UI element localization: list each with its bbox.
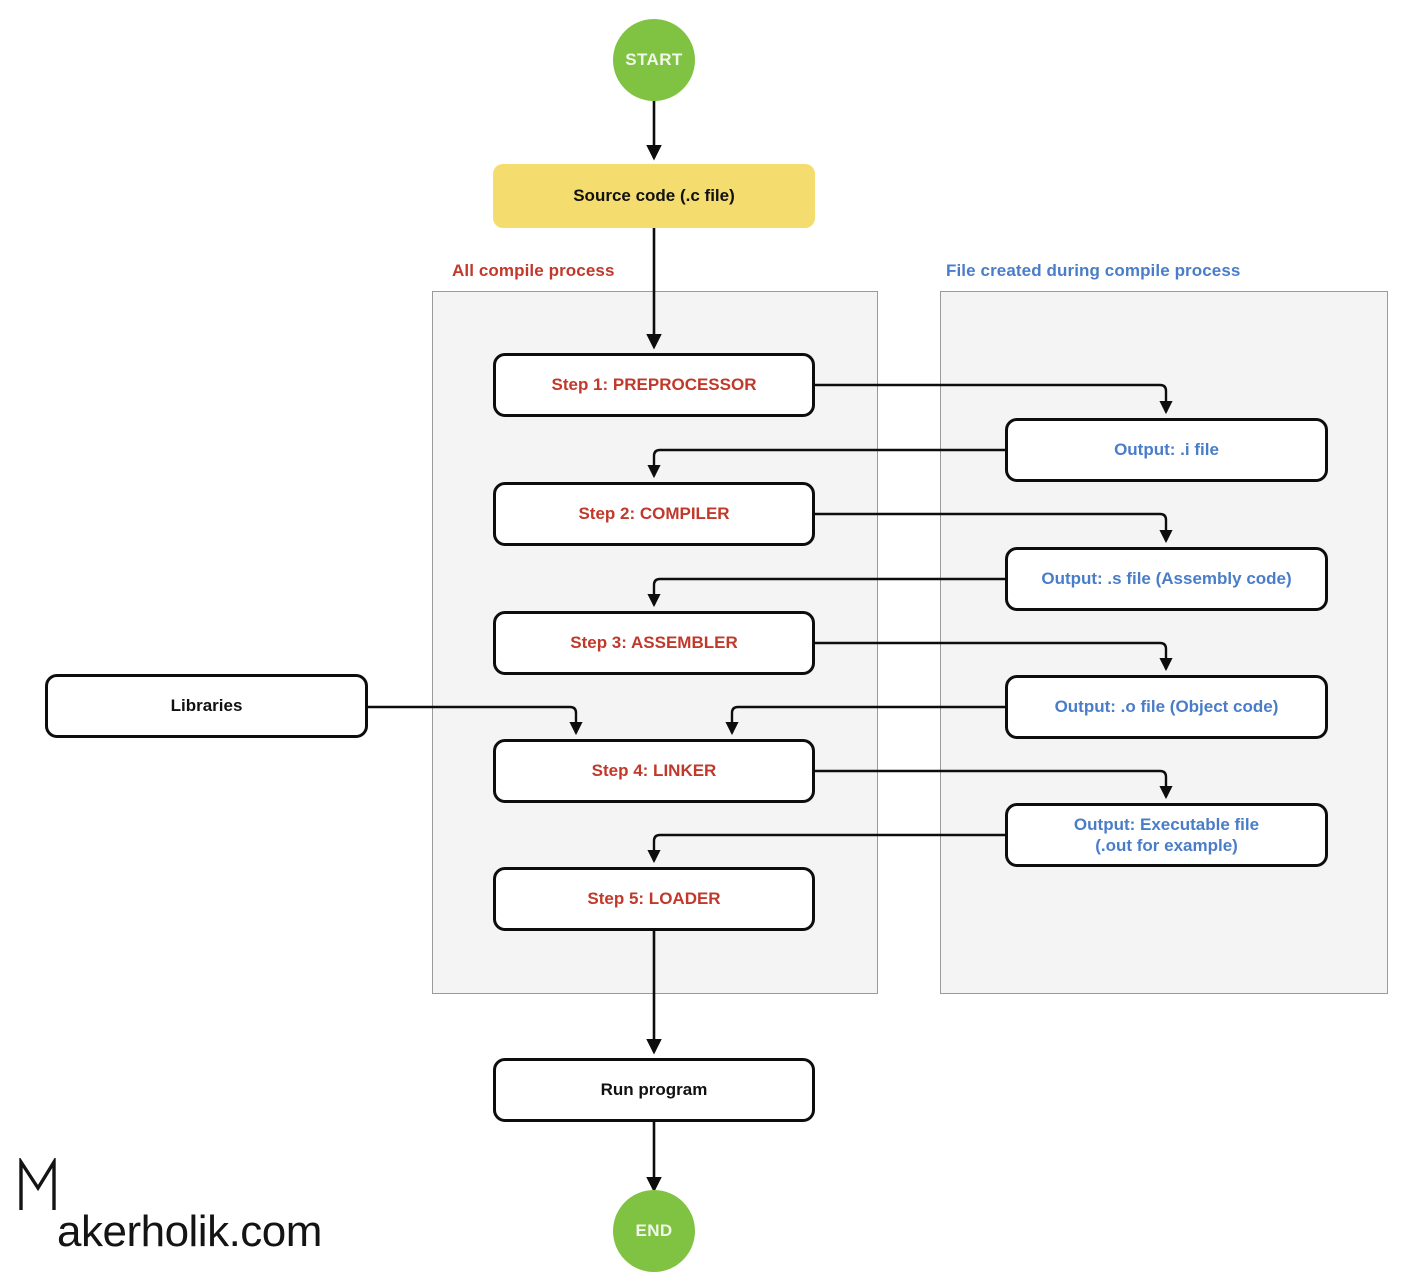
output-o-file[interactable]: Output: .o file (Object code) <box>1005 675 1328 739</box>
step-3-assembler[interactable]: Step 3: ASSEMBLER <box>493 611 815 675</box>
output-executable-line-2: (.out for example) <box>1095 836 1238 855</box>
panel-label-file-created: File created during compile process <box>946 261 1241 280</box>
panel-label-all-compile-process: All compile process <box>452 261 615 280</box>
step-5-loader[interactable]: Step 5: LOADER <box>493 867 815 931</box>
output-executable-file[interactable]: Output: Executable file (.out for exampl… <box>1005 803 1328 867</box>
output-executable-line-1: Output: Executable file <box>1073 814 1260 834</box>
watermark-m-glyph <box>18 1158 56 1246</box>
start-terminator[interactable]: START <box>613 19 695 101</box>
end-terminator[interactable]: END <box>613 1190 695 1272</box>
step-2-compiler[interactable]: Step 2: COMPILER <box>493 482 815 546</box>
source-code-node[interactable]: Source code (.c file) <box>493 164 815 228</box>
output-i-file[interactable]: Output: .i file <box>1005 418 1328 482</box>
output-s-file[interactable]: Output: .s file (Assembly code) <box>1005 547 1328 611</box>
step-1-preprocessor[interactable]: Step 1: PREPROCESSOR <box>493 353 815 417</box>
step-4-linker[interactable]: Step 4: LINKER <box>493 739 815 803</box>
run-program-node[interactable]: Run program <box>493 1058 815 1122</box>
panel-file-created <box>940 291 1388 994</box>
watermark-text: akerholik.com <box>57 1207 322 1256</box>
libraries-node[interactable]: Libraries <box>45 674 368 738</box>
watermark-makerholik: akerholik.com <box>18 1158 322 1257</box>
